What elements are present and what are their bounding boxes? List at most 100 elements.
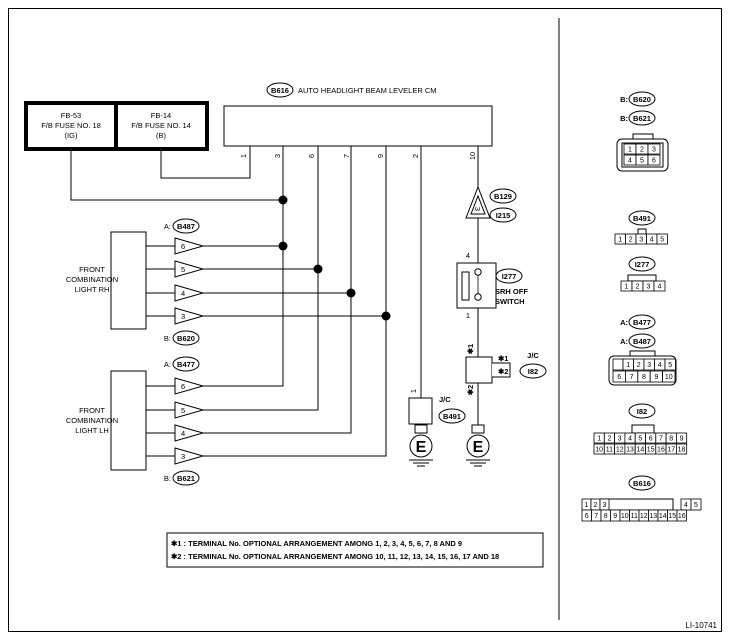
rh-conn-top-code: B487 <box>177 222 195 231</box>
ground-tab <box>414 424 428 434</box>
lh-term-3 <box>174 447 205 465</box>
lh-lamp-box <box>110 370 147 471</box>
c1-pin-label: 6 <box>652 158 656 165</box>
fuse-1-desc: F/B FUSE NO. 18 <box>41 121 101 130</box>
ground-left: E <box>409 424 433 467</box>
c1-code-oval-1 <box>628 91 656 107</box>
rh-term-5 <box>174 260 205 278</box>
c5-pin-label: 17 <box>667 447 675 454</box>
module-pin-7: 7 <box>342 154 351 158</box>
c5-pin-label: 16 <box>657 447 665 454</box>
c1-pin-label: 4 <box>628 158 632 165</box>
c6-pin-cell <box>690 498 702 511</box>
c5-pin-label: 15 <box>647 447 655 454</box>
c1-pin-cell <box>647 154 661 166</box>
c1-pin-label: 2 <box>640 147 644 154</box>
module-box <box>223 105 493 147</box>
i82-star2: ✱2 <box>498 367 508 376</box>
lh-term-5 <box>174 401 205 419</box>
c4-pin-label: 4 <box>658 362 662 369</box>
c2-code-oval <box>628 210 656 226</box>
front-light-lh: FRONT COMBINATION LIGHT LH A: B477 B: B6… <box>66 356 205 486</box>
module-code: B616 <box>271 86 289 95</box>
srh-switch-circuit: 3 B129 I215 4 I277 SRH OFF SWITCH 1 <box>456 185 528 357</box>
splice-dot <box>278 241 288 251</box>
c4-pin-cell <box>664 358 676 371</box>
connector-triangle-inner <box>470 194 486 215</box>
c6-code: B616 <box>633 479 651 488</box>
c2-code: B491 <box>633 214 651 223</box>
module-pin-3: 3 <box>273 154 282 158</box>
srh-code-oval-1 <box>489 188 517 204</box>
c5-pin-label: 6 <box>649 436 653 443</box>
c4-pin-label: 5 <box>668 362 672 369</box>
c1-prefix-2: B: <box>620 114 628 123</box>
ground-right: E <box>466 424 490 467</box>
c4-pin-label: 1 <box>626 362 630 369</box>
module-b616: B616 AUTO HEADLIGHT BEAM LEVELER CM 1 3 … <box>223 82 493 160</box>
c5-pin-label: 1 <box>597 436 601 443</box>
c1-pin-label: 3 <box>652 147 656 154</box>
fuse-block: FB-53 F/B FUSE NO. 18 (IG) FB-14 F/B FUS… <box>24 101 209 151</box>
c5-pin-label: 10 <box>595 447 603 454</box>
c4-pin-label: 7 <box>630 374 634 381</box>
c5-pin-label: 7 <box>659 436 663 443</box>
b491-box <box>408 397 433 425</box>
c4-code-1: B477 <box>633 318 651 327</box>
c6-pin-label: 15 <box>668 513 676 520</box>
rh-term-3 <box>174 307 205 325</box>
rh-conn-bot-code: B620 <box>177 334 195 343</box>
rh-conn-bot-oval <box>172 330 200 346</box>
c5-code-oval <box>628 403 656 419</box>
c1-code-oval-2 <box>628 110 656 126</box>
wire-fuse2-pin1 <box>160 146 251 179</box>
c4-pin-label: 6 <box>617 374 621 381</box>
c3-code: I277 <box>635 260 650 269</box>
c5-code: I82 <box>637 407 647 416</box>
srh-pin-bot: 1 <box>466 311 470 320</box>
c3-latch <box>627 274 657 282</box>
splice-dot <box>278 195 288 205</box>
module-pin-2: 2 <box>411 154 420 158</box>
c6-pin-label: 14 <box>659 513 667 520</box>
c6-pin-label: 5 <box>694 502 698 509</box>
c4-prefix-1: A: <box>620 318 628 327</box>
c3-pin-label: 3 <box>647 284 651 291</box>
c4-pin-label: 9 <box>654 374 658 381</box>
c5-pin-label: 5 <box>638 436 642 443</box>
c4-pin-label: 8 <box>642 374 646 381</box>
c5-pin-label: 12 <box>616 447 624 454</box>
fuse-2-sub: (B) <box>156 131 167 140</box>
c6-pin-label: 8 <box>604 513 608 520</box>
figure-id: LI-10741 <box>685 621 717 630</box>
c6-pin-label: 12 <box>640 513 648 520</box>
c2-latch <box>637 228 647 235</box>
c2-pin-label: 5 <box>660 237 664 244</box>
i82-tab <box>492 362 511 378</box>
rh-lamp-box <box>110 231 147 330</box>
notes-frame <box>166 532 544 568</box>
module-pin-6: 6 <box>307 154 316 158</box>
c6-latch <box>599 498 674 511</box>
lh-conn-top-code: B477 <box>177 360 195 369</box>
c3-code-oval <box>628 256 656 272</box>
c6-pin-label: 6 <box>585 513 589 520</box>
c5-pin-cell <box>676 443 688 455</box>
rh-conn-top-prefix: A: <box>164 222 171 231</box>
c3-pin-label: 4 <box>658 284 662 291</box>
rh-pin: 3 <box>181 312 185 321</box>
module-pin-9: 9 <box>376 154 385 158</box>
lh-conn-bot-prefix: B: <box>164 474 171 483</box>
c6-pin-label: 3 <box>603 502 607 509</box>
lh-pin: 4 <box>181 429 185 438</box>
c6-pin-label: 2 <box>594 502 598 509</box>
